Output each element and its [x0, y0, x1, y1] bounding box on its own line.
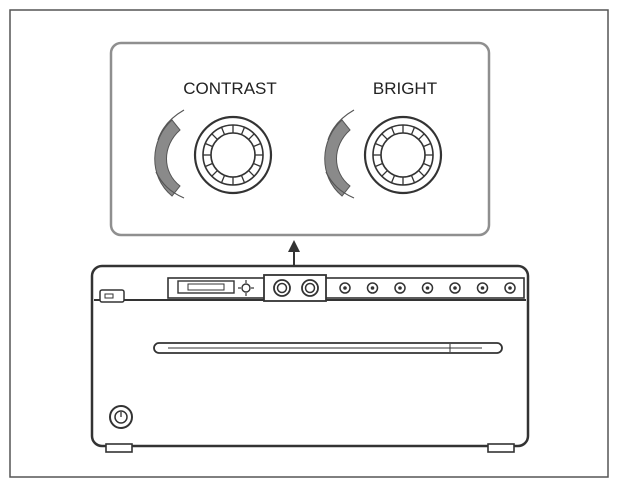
- knob-ridge: [248, 133, 255, 140]
- bright-rotation-arrow-icon: [324, 109, 355, 199]
- execute-button[interactable]: [476, 282, 489, 294]
- knob-ridge: [410, 127, 416, 135]
- left-button[interactable]: [421, 282, 434, 294]
- knob-ridge: [375, 142, 383, 148]
- display-window-inner: [187, 283, 225, 291]
- knob-ridge: [423, 162, 431, 168]
- tune-icon: [343, 286, 347, 290]
- contrast-rotation-arrow-icon: [154, 109, 185, 199]
- knob-ridge: [390, 175, 396, 183]
- knob-ridge: [418, 170, 425, 177]
- knob-ridge: [240, 175, 246, 183]
- knob-ridge: [248, 170, 255, 177]
- print-button[interactable]: [504, 282, 516, 294]
- knob-ridge: [423, 142, 431, 148]
- knob-ridge: [240, 127, 246, 135]
- sun-icon: [238, 280, 254, 296]
- knob-ridge: [381, 133, 388, 140]
- printer-foot-right: [487, 443, 515, 453]
- knob-ridge: [205, 142, 213, 148]
- printer-foot-left: [105, 443, 133, 453]
- knob-ridge: [220, 175, 226, 183]
- knob-ridge: [205, 162, 213, 168]
- knob-ridge: [381, 170, 388, 177]
- menu-button[interactable]: [394, 282, 406, 294]
- copy-button[interactable]: [366, 282, 379, 294]
- contrast-label: CONTRAST: [183, 79, 277, 98]
- tune-button[interactable]: [339, 282, 351, 294]
- print-icon: [508, 286, 512, 290]
- knob-ridge: [253, 142, 261, 148]
- contrast-knob[interactable]: [193, 115, 273, 195]
- knob-ridge: [418, 133, 425, 140]
- paper-slot: [153, 342, 503, 354]
- knob-ridge: [410, 175, 416, 183]
- bright-label: BRIGHT: [373, 79, 437, 98]
- menu-icon: [398, 286, 402, 290]
- copy-icon: [370, 286, 375, 290]
- door-open-indicator-mark: [104, 293, 114, 299]
- bright-knob[interactable]: [363, 115, 443, 195]
- contrast-knob-small[interactable]: [273, 279, 291, 297]
- right-button[interactable]: [449, 282, 461, 294]
- knob-ridge: [211, 170, 218, 177]
- knob-ridge: [375, 162, 383, 168]
- knob-ridge: [390, 127, 396, 135]
- right-icon: [453, 286, 457, 290]
- power-button[interactable]: [109, 405, 133, 429]
- bright-knob-small[interactable]: [301, 279, 319, 297]
- knob-ridge: [211, 133, 218, 140]
- execute-icon: [480, 286, 485, 290]
- knob-ridge: [253, 162, 261, 168]
- front-button-row: [339, 282, 516, 294]
- left-icon: [425, 286, 430, 290]
- knob-ridge: [220, 127, 226, 135]
